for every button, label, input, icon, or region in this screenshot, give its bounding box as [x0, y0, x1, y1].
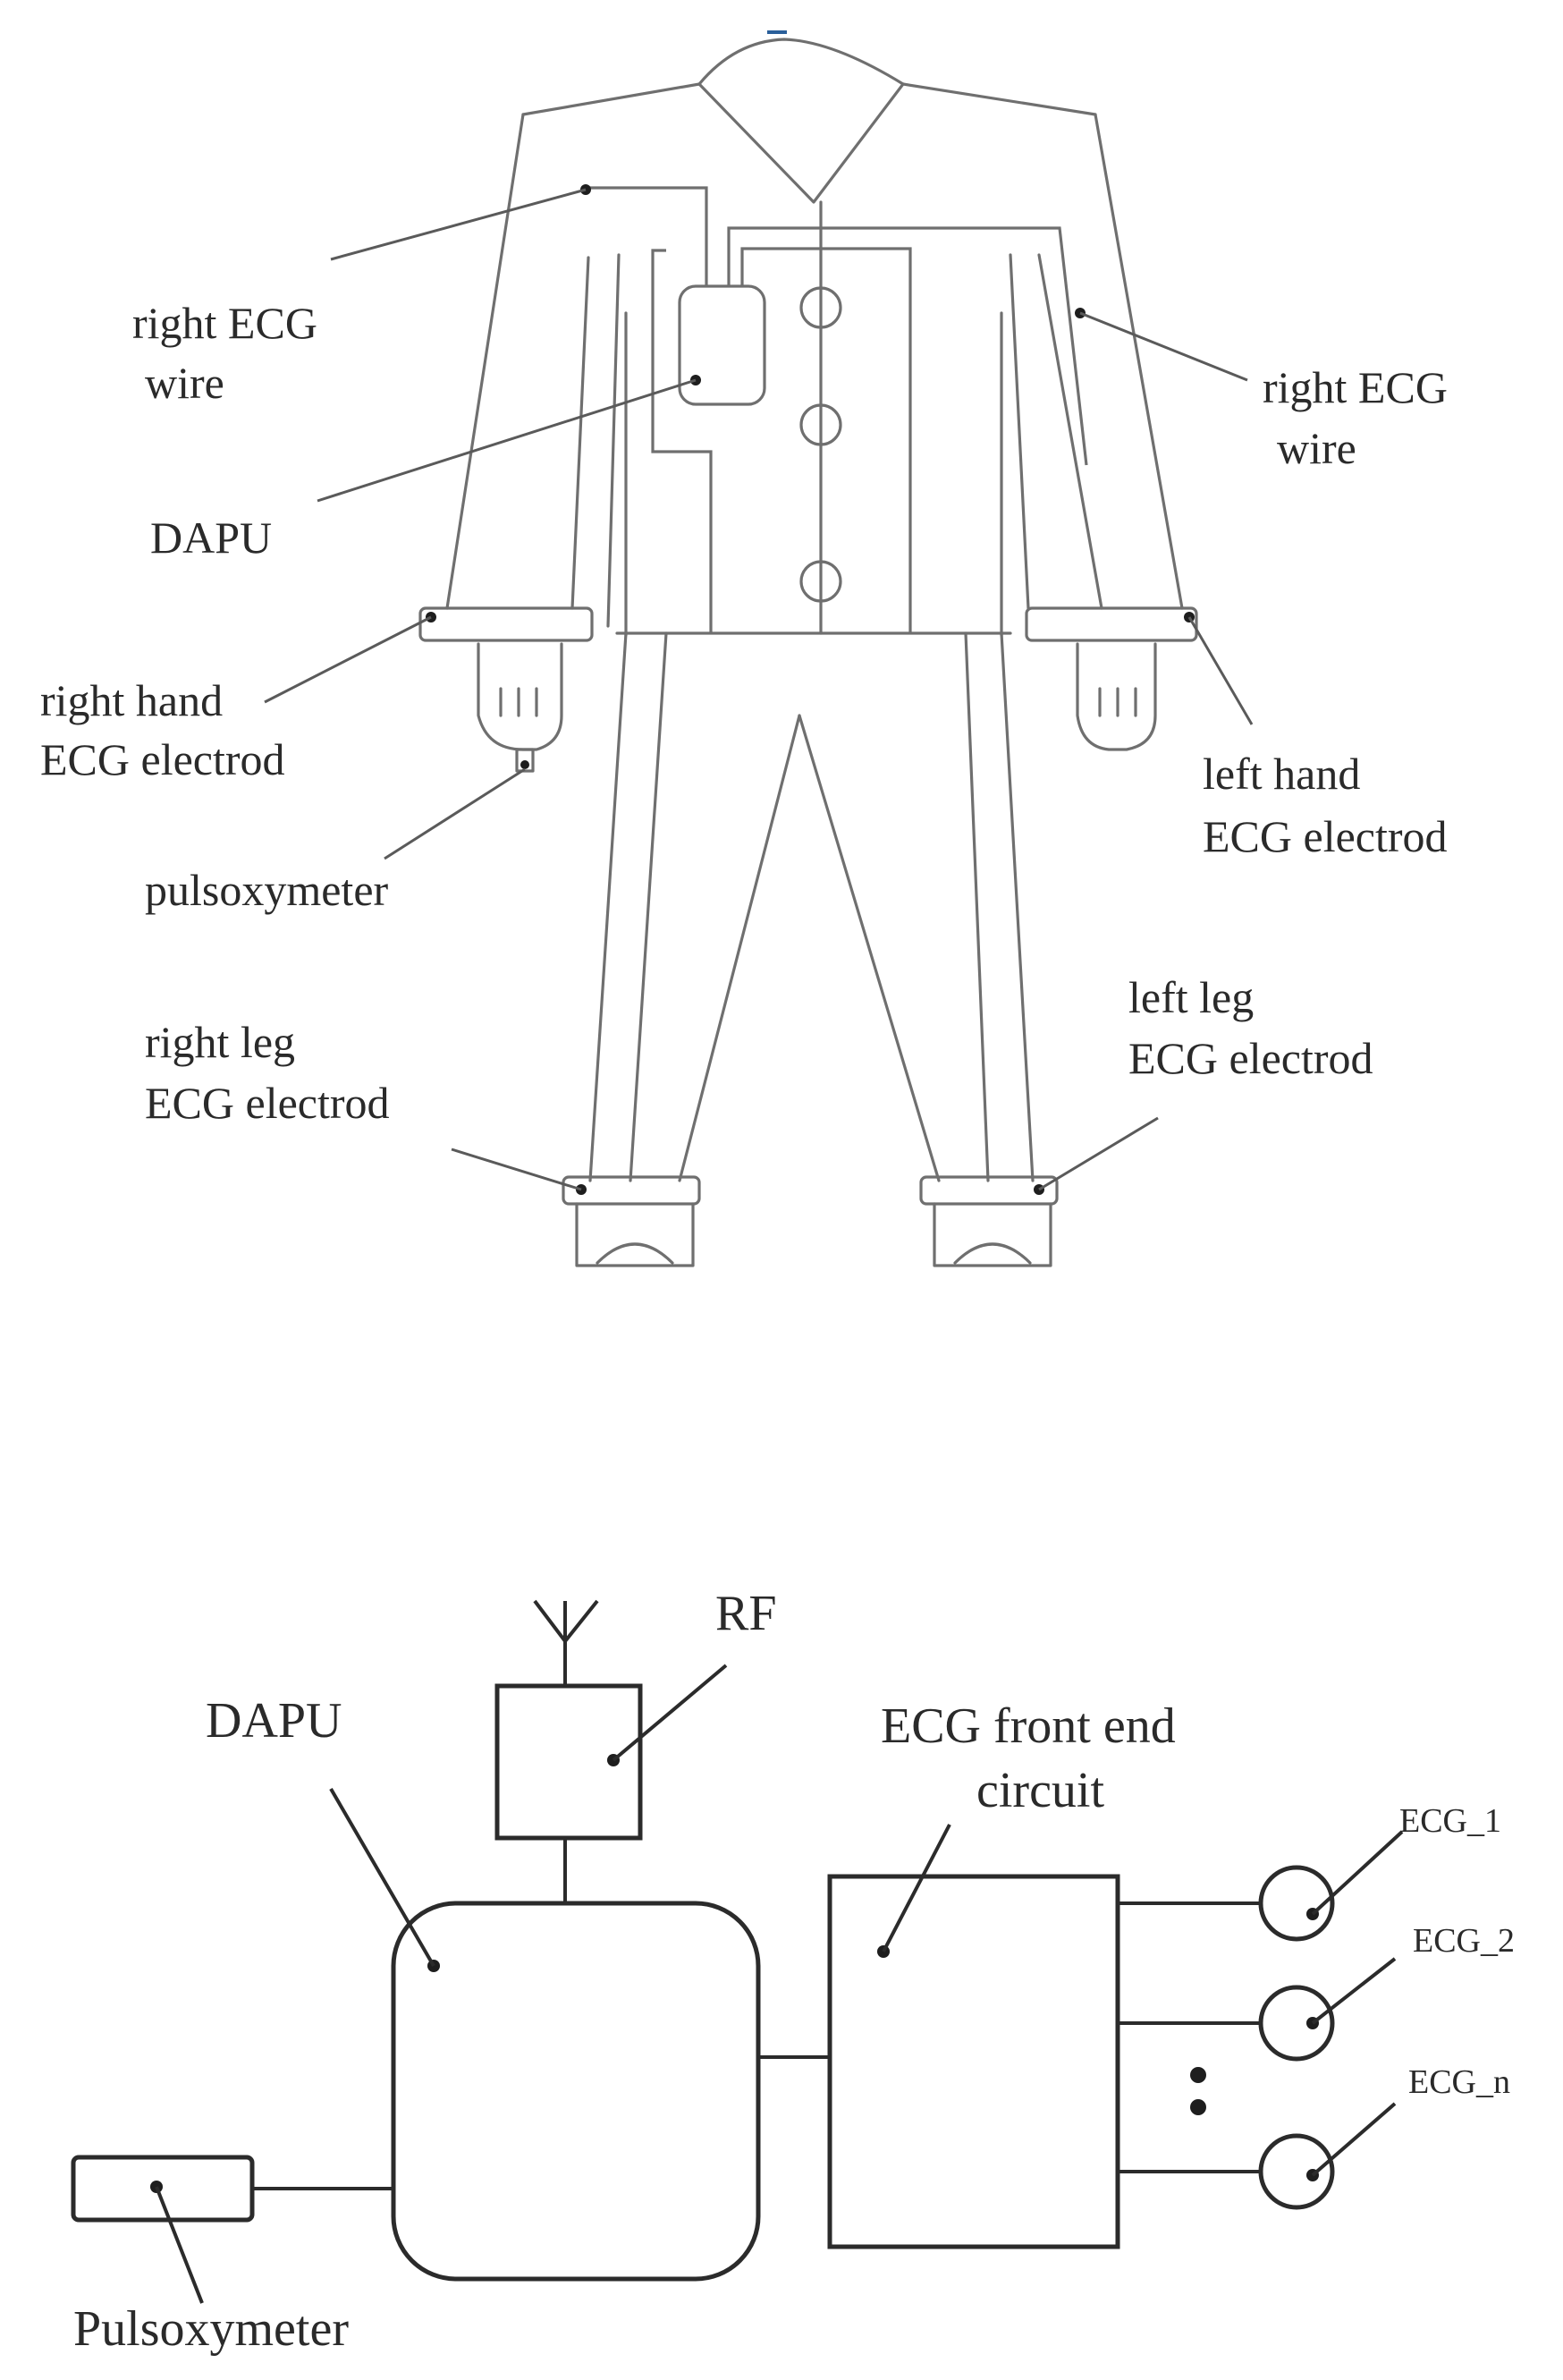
wire-right-leg	[651, 249, 713, 633]
hand-right	[1076, 642, 1157, 751]
leg-left-inner	[678, 714, 801, 1182]
suit-sleeve-right-inner-2	[1037, 253, 1103, 610]
suit-sleeve-right-outer	[1094, 113, 1184, 610]
label-left-hand-1: left hand	[1203, 749, 1360, 799]
foot-right-arch	[953, 1242, 1032, 1265]
dapu-unit	[678, 284, 766, 406]
leg-left-inner-a	[629, 631, 668, 1182]
leader-dapu-block	[329, 1787, 435, 1968]
leader-dapu	[317, 378, 697, 503]
leg-right-inner-a	[964, 631, 990, 1182]
foot-left-arch	[596, 1242, 674, 1265]
antenna-icon	[533, 1599, 599, 1645]
leader-rf	[612, 1664, 728, 1762]
leader-pulsoxymeter-block	[155, 2186, 204, 2304]
leader-ecg-1	[1311, 1830, 1404, 1916]
ecg-front-end-block	[827, 1874, 1120, 2249]
hand-right-fingers	[1098, 687, 1137, 717]
ecg-n-electrode	[1258, 2133, 1335, 2210]
suit-sleeve-right-inner	[1009, 253, 1030, 610]
leader-left-ecg-wire	[1079, 311, 1248, 382]
ellipsis-dot-2	[1190, 2099, 1206, 2115]
label-right-hand-2: ECG electrod	[40, 734, 285, 784]
suit-right-shoulder	[901, 82, 1097, 116]
cuff-left	[418, 606, 594, 642]
label-right-leg-2: ECG electrod	[145, 1078, 390, 1128]
label-ecg-front-end-1: ECG front end	[881, 1698, 1176, 1754]
leg-cuff-right	[919, 1175, 1059, 1206]
suit-left-shoulder	[521, 82, 701, 116]
label-ecg-1: ECG_1	[1399, 1802, 1501, 1840]
label-right-ecg-wire-b-2: wire	[1277, 423, 1356, 473]
suit-collar	[697, 38, 905, 86]
rf-block	[494, 1683, 643, 1841]
leader-pulsoxymeter	[384, 767, 526, 860]
leader-right-ecg-wire	[330, 188, 587, 261]
label-ecg-n: ECG_n	[1408, 2063, 1510, 2101]
cuff-right	[1025, 606, 1198, 642]
leg-left-outer	[588, 631, 628, 1182]
label-ecg-2: ECG_2	[1413, 1922, 1515, 1960]
leader-left-leg	[1038, 1116, 1159, 1191]
label-right-hand-1: right hand	[40, 675, 223, 725]
label-right-ecg-wire-2: wire	[145, 358, 224, 408]
label-right-leg-1: right leg	[145, 1017, 295, 1067]
dot-pulsoxymeter	[520, 760, 529, 769]
label-pulsoxymeter-suit: pulsoxymeter	[145, 865, 389, 915]
suit-sleeve-left-inner-2	[606, 253, 621, 628]
ecg-1-electrode	[1258, 1865, 1335, 1942]
leg-right-inner	[798, 714, 941, 1182]
label-ecg-front-end-2: circuit	[976, 1763, 1104, 1818]
leader-left-hand	[1187, 616, 1254, 725]
button-2	[799, 403, 842, 446]
ellipsis-dot-1	[1190, 2067, 1206, 2083]
button-3	[799, 560, 842, 603]
leader-ecg-n	[1311, 2102, 1397, 2177]
block-diagram: RF DAPU Pulsoxymeter ECG front end circu…	[71, 1586, 1515, 2357]
dapu-block	[391, 1901, 761, 2282]
wire-left-arm	[727, 226, 1088, 466]
leg-cuff-left	[562, 1175, 701, 1206]
suit-v-neck	[697, 82, 905, 204]
label-right-ecg-wire-1: right ECG	[132, 298, 317, 348]
label-left-hand-2: ECG electrod	[1203, 811, 1448, 861]
foot-left	[575, 1202, 695, 1267]
wire-right-arm	[586, 186, 708, 286]
leader-right-hand	[264, 615, 432, 704]
label-dapu-block: DAPU	[206, 1693, 342, 1749]
pulsoxymeter-sensor	[515, 748, 535, 773]
label-right-ecg-wire-b-1: right ECG	[1263, 362, 1448, 412]
label-left-leg-2: ECG electrod	[1128, 1033, 1373, 1083]
ecg-2-electrode	[1258, 1985, 1335, 2062]
suit-sleeve-left-outer	[445, 113, 525, 610]
hand-left-fingers	[499, 687, 538, 717]
leader-ecg-2	[1311, 1957, 1397, 2025]
foot-right	[933, 1202, 1052, 1267]
leader-right-leg	[451, 1148, 582, 1191]
suit-sleeve-left-inner	[570, 256, 590, 610]
leg-right-outer	[1000, 631, 1035, 1182]
wire-left-leg	[740, 247, 912, 633]
leader-ecg-front-end	[882, 1824, 951, 1952]
pulsoxymeter-block	[71, 2155, 255, 2223]
label-dapu-suit: DAPU	[150, 512, 272, 563]
label-rf: RF	[715, 1586, 777, 1641]
label-pulsoxymeter-block: Pulsoxymeter	[73, 2301, 349, 2357]
button-1	[799, 286, 842, 329]
label-left-leg-1: left leg	[1128, 972, 1254, 1022]
suit-illustration: right ECG wire right ECG wire DAPU right…	[40, 30, 1448, 1267]
